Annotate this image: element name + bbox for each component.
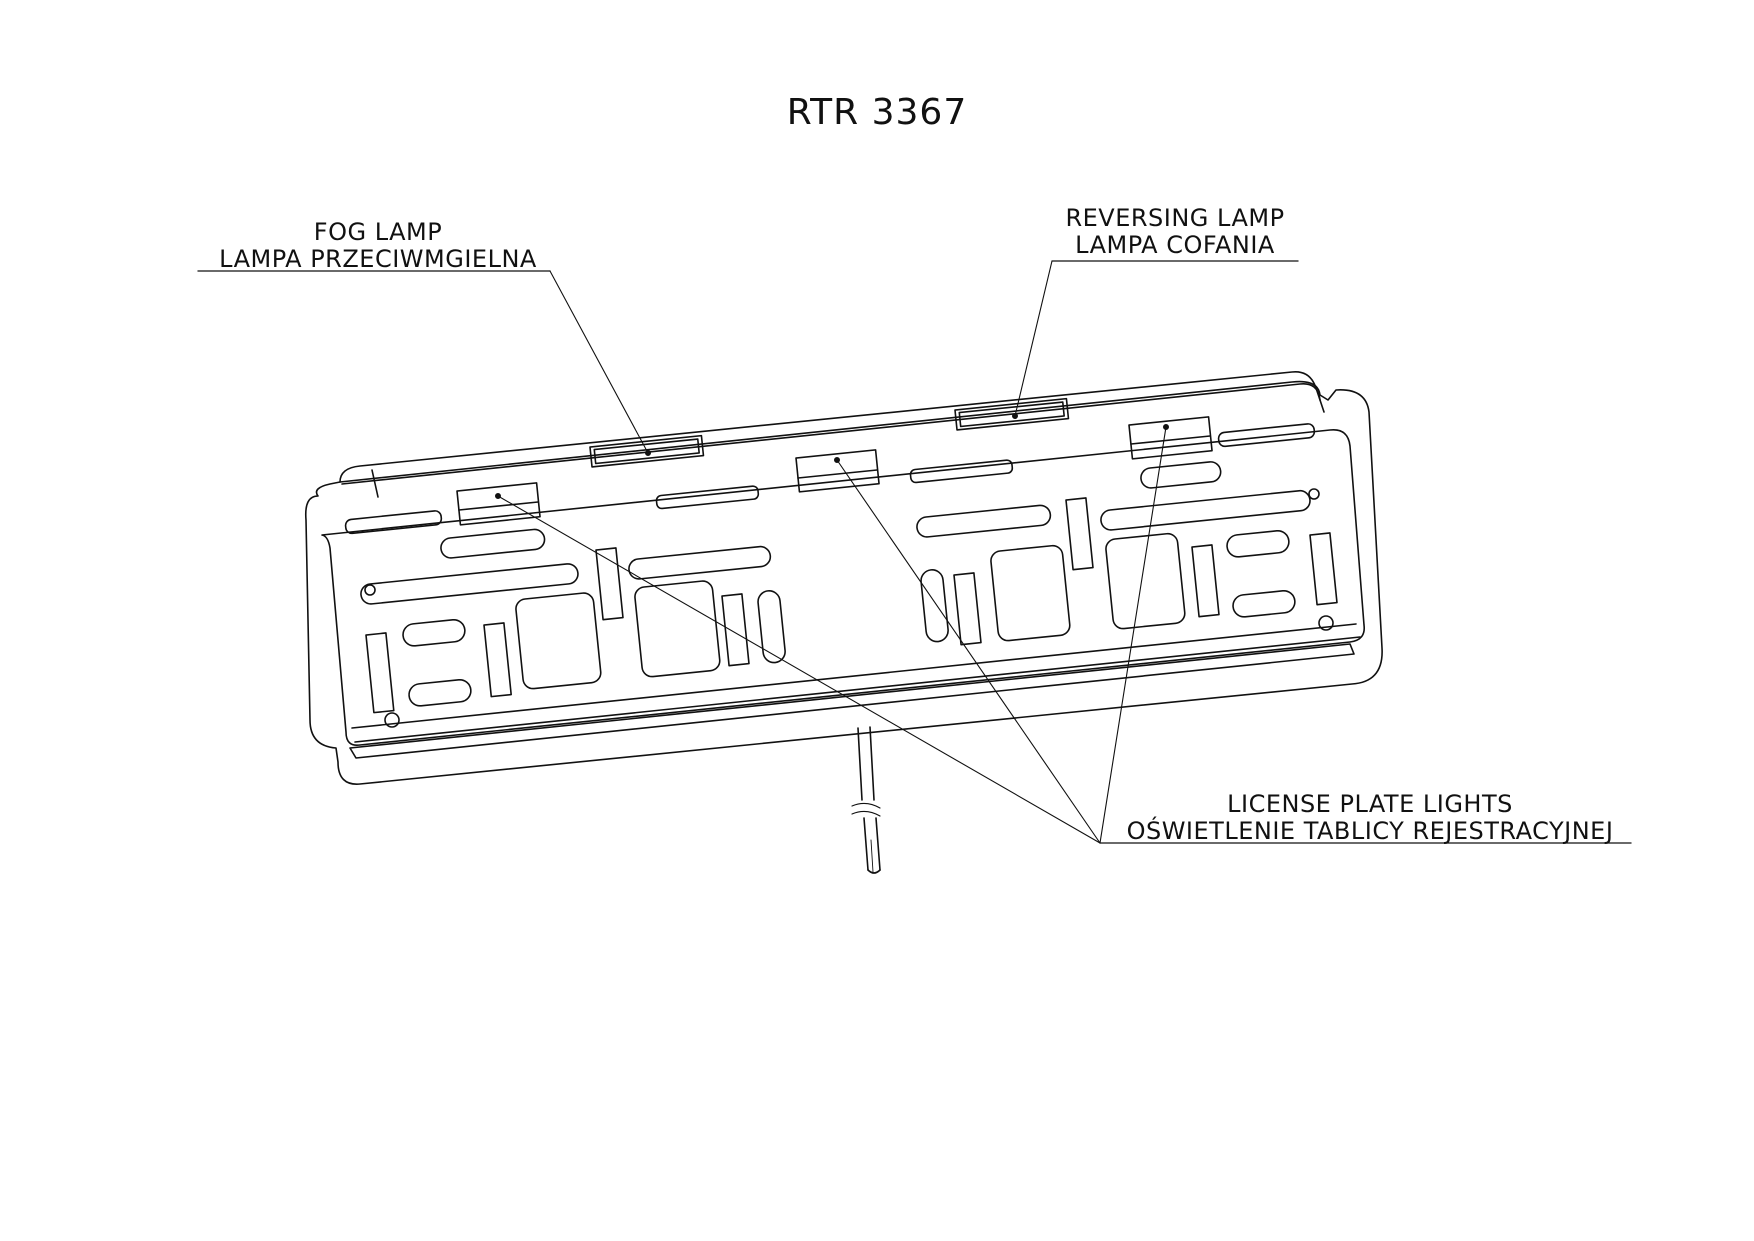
reversing-lamp-point: [1011, 412, 1018, 419]
lower-rail: [351, 623, 1357, 729]
long-slot: [360, 563, 579, 605]
mount-hole: [364, 584, 376, 596]
mount-hole: [384, 712, 400, 728]
small-slot: [1226, 529, 1290, 558]
clip-tab: [595, 547, 624, 621]
small-slot: [408, 678, 472, 707]
reversing-lamp-window-inner: [958, 401, 1065, 428]
license-plate-lights-label-pl: OŚWIETLENIE TABLICY REJESTRACYJNEJ: [1126, 817, 1614, 845]
top-slot: [344, 510, 443, 535]
license-leader-line-3: [1099, 426, 1167, 844]
top-slot: [655, 485, 760, 510]
fog-lamp-window: [589, 434, 705, 468]
plate-holder-outer-frame: [304, 380, 1383, 785]
long-slot: [1140, 461, 1222, 489]
fog-lamp-leader-line: [549, 270, 649, 454]
vertical-slot: [920, 569, 949, 643]
power-cable: [851, 726, 881, 874]
mount-hole: [1308, 488, 1320, 500]
plate-light-left: [456, 482, 541, 526]
license-leader-line-1: [497, 495, 1101, 844]
clip-tab: [483, 622, 512, 698]
square-window: [990, 544, 1071, 642]
reversing-lamp-label-pl: LAMPA COFANIA: [1075, 231, 1275, 259]
top-slot: [1217, 423, 1316, 448]
top-rim-inner: [371, 469, 379, 498]
square-window: [515, 592, 602, 690]
inner-panel: [321, 429, 1366, 747]
fog-lamp-callout: FOG LAMP LAMPA PRZECIWMGIELNA: [198, 219, 558, 273]
mount-hole: [1318, 615, 1334, 631]
top-rim-edge: [341, 383, 1321, 485]
fog-lamp-point: [644, 449, 651, 456]
drawing-title: RTR 3367: [786, 92, 968, 133]
vertical-slot: [757, 590, 786, 664]
small-slot: [402, 618, 466, 647]
plate-light-right-point: [1163, 423, 1170, 430]
bottom-lip: [349, 643, 1355, 759]
clip-tab: [1065, 497, 1094, 571]
clip-tab: [1191, 544, 1220, 618]
small-slot: [1232, 589, 1296, 618]
square-window: [634, 580, 721, 678]
reversing-lamp-label-en: REVERSING LAMP: [1065, 204, 1285, 232]
fog-lamp-window-inner: [593, 438, 700, 465]
clip-tab: [721, 593, 750, 667]
lower-rail-2: [354, 636, 1361, 743]
reversing-lamp-leader-line: [1014, 260, 1053, 417]
license-plate-lights-callout: LICENSE PLATE LIGHTS OŚWIETLENIE TABLICY…: [1105, 791, 1635, 845]
plate-light-center-point: [833, 456, 840, 463]
long-slot: [1100, 489, 1311, 531]
fog-lamp-label-en: FOG LAMP: [313, 218, 443, 246]
clip-tab: [953, 572, 982, 646]
license-leader-line-2: [836, 459, 1101, 844]
long-slot: [440, 528, 546, 559]
clip-tab: [365, 632, 395, 714]
plate-light-center: [795, 449, 880, 493]
square-window: [1105, 532, 1186, 630]
long-slot: [628, 545, 772, 580]
reversing-lamp-window: [954, 397, 1070, 431]
long-slot: [916, 504, 1052, 538]
fog-lamp-label-pl: LAMPA PRZECIWMGIELNA: [219, 245, 537, 273]
top-slot: [909, 459, 1014, 484]
top-rim: [339, 371, 1325, 483]
clip-tab: [1309, 532, 1338, 606]
plate-light-left-point: [494, 492, 501, 499]
reversing-lamp-callout: REVERSING LAMP LAMPA COFANIA: [1055, 205, 1295, 259]
license-plate-lights-label-en: LICENSE PLATE LIGHTS: [1227, 790, 1513, 818]
plate-light-right: [1128, 416, 1213, 460]
